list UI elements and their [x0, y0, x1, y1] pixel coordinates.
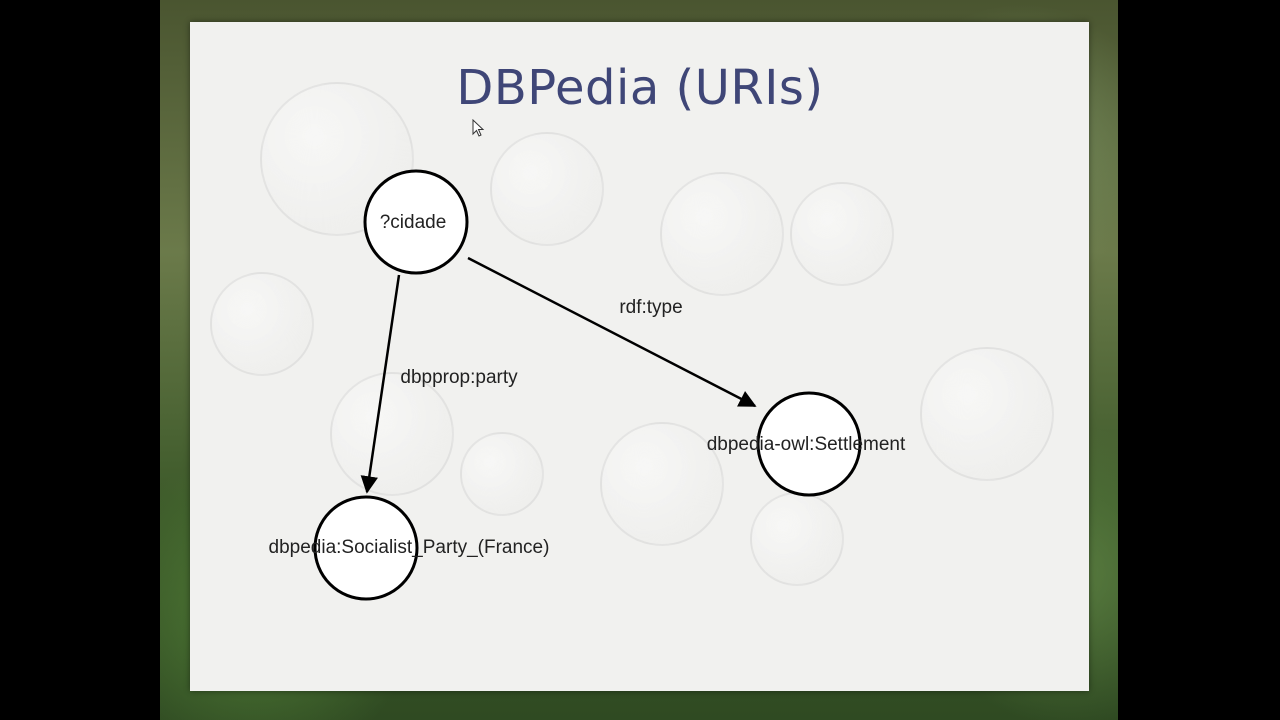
slide [190, 22, 1089, 691]
edge-arrow [467, 256, 757, 408]
decorative-bubble [790, 182, 894, 286]
decorative-bubble [600, 422, 724, 546]
node-label: dbpedia-owl:Settlement [707, 434, 906, 455]
edge-label: rdf:type [619, 297, 682, 318]
decorative-bubble [750, 492, 844, 586]
decorative-bubble [490, 132, 604, 246]
node-circle [313, 495, 419, 601]
decorative-bubble [460, 432, 544, 516]
edge-label: dbpprop:party [400, 367, 518, 388]
decorative-bubble [660, 172, 784, 296]
decorative-bubble [330, 372, 454, 496]
node-label: dbpedia:Socialist_Party_(France) [269, 537, 550, 558]
edge-arrow [360, 274, 401, 494]
mouse-cursor-icon [472, 119, 485, 137]
slide-title: DBPedia (URIs) [456, 60, 824, 116]
node-circle [363, 169, 469, 275]
decorative-bubble [920, 347, 1054, 481]
node-label: ?cidade [380, 212, 447, 233]
decorative-bubble [210, 272, 314, 376]
node-circle [756, 391, 862, 497]
